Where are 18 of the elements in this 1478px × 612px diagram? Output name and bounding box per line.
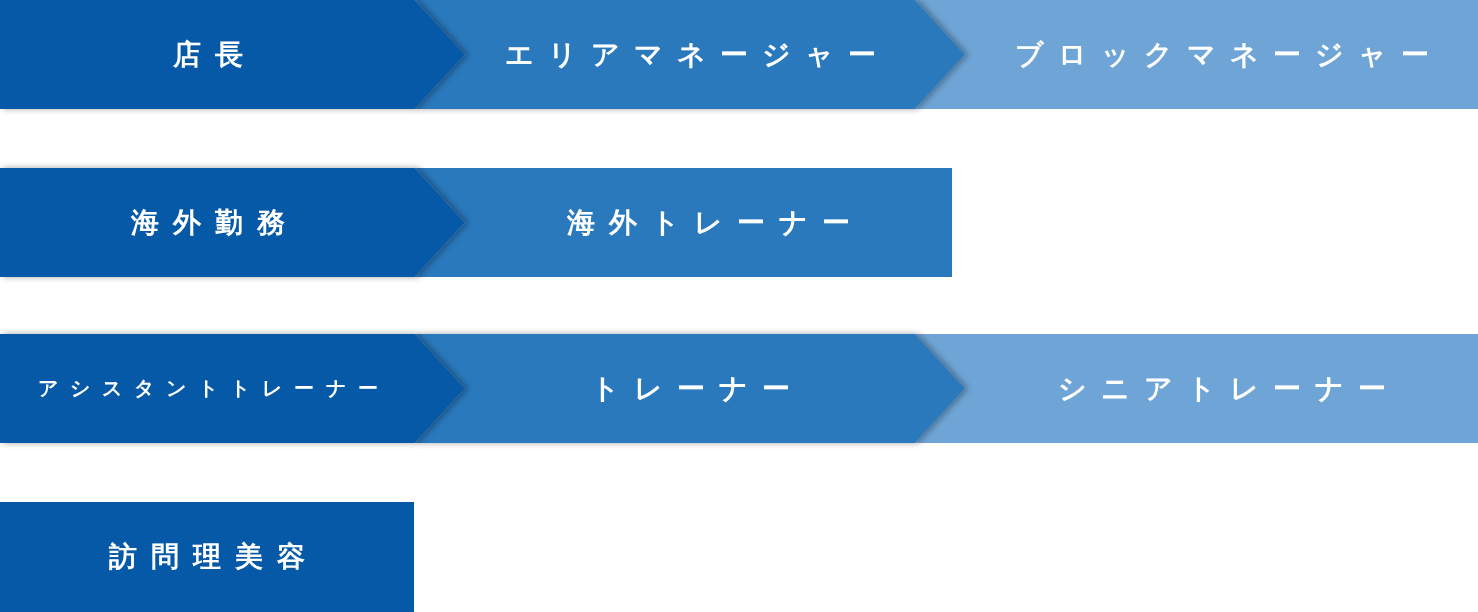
chevron-step bbox=[415, 0, 965, 109]
step-label: 海外勤務 bbox=[130, 204, 299, 241]
chevron-step bbox=[0, 168, 465, 277]
chevron-step bbox=[0, 0, 465, 109]
step-label: ブロックマネージャー bbox=[1014, 36, 1443, 73]
step-box bbox=[915, 0, 1478, 109]
step-label: トレーナー bbox=[590, 370, 804, 407]
step-label: エリアマネージャー bbox=[504, 36, 890, 73]
step-label: 訪問理美容 bbox=[109, 539, 319, 575]
chevron-step bbox=[415, 334, 965, 443]
step-box bbox=[915, 334, 1478, 443]
step-label: 海外トレーナー bbox=[567, 204, 864, 241]
step-box bbox=[0, 502, 414, 612]
step-box bbox=[415, 168, 952, 277]
step-label: アシスタントトレーナー bbox=[37, 375, 390, 402]
step-label: シニアトレーナー bbox=[1057, 370, 1400, 407]
step-label: 店長 bbox=[172, 36, 257, 73]
chevron-step bbox=[0, 334, 465, 443]
